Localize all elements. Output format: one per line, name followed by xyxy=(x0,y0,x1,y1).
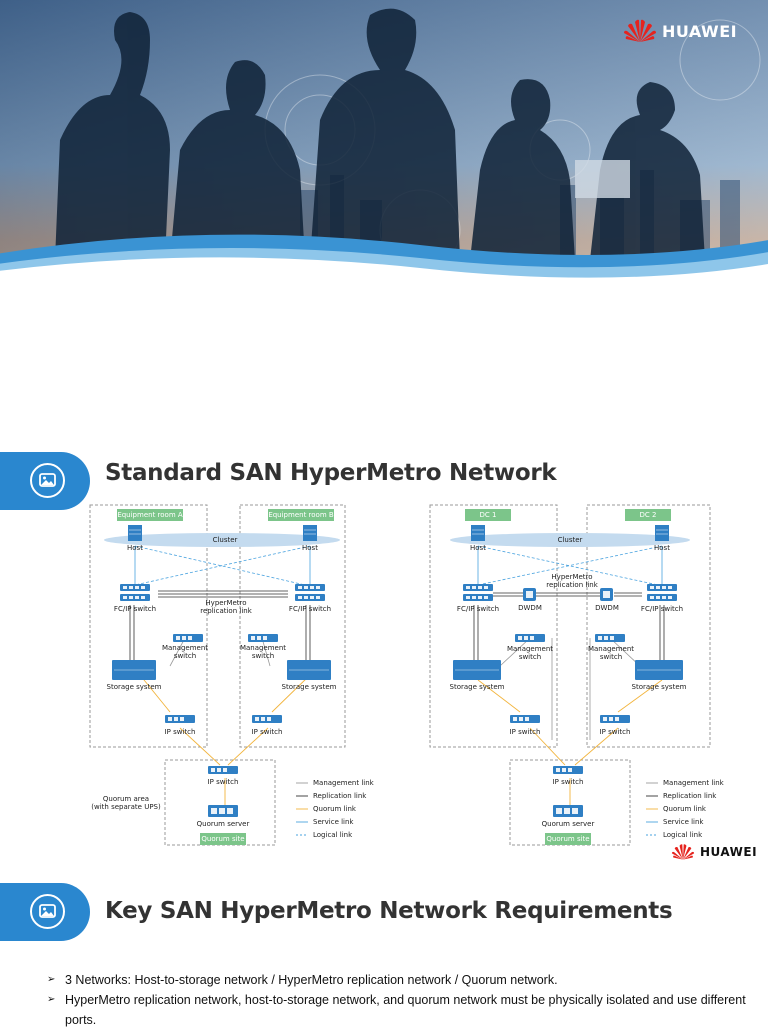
requirements-list: ➢3 Networks: Host-to-storage network / H… xyxy=(47,970,747,1030)
fc-switch-label: FC/IP switch xyxy=(113,605,157,613)
legend-item: Replication link xyxy=(313,792,367,800)
quorum-site-tag: Quorum site xyxy=(545,833,591,845)
dc-tag: DC 1 xyxy=(465,509,511,521)
storage-label: Storage system xyxy=(449,683,505,691)
dwdm-label: DWDM xyxy=(595,604,619,612)
ip-switch-label: IP switch xyxy=(599,728,631,736)
section-header: Standard SAN HyperMetro Network xyxy=(0,445,768,545)
host-label: Host xyxy=(302,544,318,552)
management-label: Management xyxy=(239,644,287,652)
dwdm-label: DWDM xyxy=(518,604,542,612)
section-icon-tab xyxy=(0,883,90,941)
quorum-area-label: Quorum area xyxy=(102,795,150,803)
storage-label: Storage system xyxy=(631,683,687,691)
list-item: ➢3 Networks: Host-to-storage network / H… xyxy=(47,970,747,990)
legend-item: Quorum link xyxy=(663,805,706,813)
ip-switch-label: IP switch xyxy=(552,778,584,786)
arrow-bullet-icon: ➢ xyxy=(47,994,56,1005)
legend-item: Service link xyxy=(663,818,704,826)
legend-item: Replication link xyxy=(663,792,717,800)
section-title: Standard SAN HyperMetro Network xyxy=(105,460,557,486)
management-label: switch xyxy=(173,652,197,660)
fc-switch-label: FC/IP switch xyxy=(288,605,332,613)
management-label: switch xyxy=(251,652,275,660)
legend-lines xyxy=(296,782,308,836)
room-tag: Equipment room B xyxy=(268,509,334,521)
hero-image xyxy=(0,0,768,300)
management-label: Management xyxy=(161,644,209,652)
diagram-right: DC 1 DC 2 Cluster Host Host HyperMetro r… xyxy=(390,500,760,860)
fc-switch-label: FC/IP switch xyxy=(640,605,684,613)
cluster-label: Cluster xyxy=(212,536,238,544)
hero-banner xyxy=(0,0,768,300)
brand-name: HUAWEI xyxy=(662,21,738,41)
dc-tag: DC 2 xyxy=(625,509,671,521)
huawei-flower-icon xyxy=(624,19,656,42)
replication-label: HyperMetro xyxy=(205,599,247,607)
ip-switch-label: IP switch xyxy=(509,728,541,736)
quorum-server-label: Quorum server xyxy=(541,820,595,828)
host-label: Host xyxy=(470,544,486,552)
management-label: Management xyxy=(506,645,554,653)
section-header: Key SAN HyperMetro Network Requirements xyxy=(0,876,768,976)
host-label: Host xyxy=(127,544,143,552)
ip-switch-label: IP switch xyxy=(207,778,239,786)
replication-label: replication link xyxy=(546,581,598,589)
huawei-logo-small: HUAWEI xyxy=(671,843,757,861)
image-icon xyxy=(30,894,65,929)
section-icon-tab xyxy=(0,452,90,510)
ip-switch-label: IP switch xyxy=(164,728,196,736)
image-icon xyxy=(30,463,65,498)
arrow-bullet-icon: ➢ xyxy=(47,974,56,985)
legend-item: Logical link xyxy=(313,831,353,839)
brand-name: HUAWEI xyxy=(700,845,758,859)
management-label: Management xyxy=(587,645,635,653)
cluster-label: Cluster xyxy=(557,536,583,544)
section-title: Key SAN HyperMetro Network Requirements xyxy=(105,898,673,924)
huawei-flower-icon xyxy=(671,844,695,860)
legend-item: Service link xyxy=(313,818,354,826)
replication-label: replication link xyxy=(200,607,252,615)
storage-label: Storage system xyxy=(106,683,162,691)
legend-item: Management link xyxy=(663,779,724,787)
list-item: ➢HyperMetro replication network, host-to… xyxy=(47,990,747,1030)
quorum-site-tag: Quorum site xyxy=(200,833,246,845)
legend-item: Logical link xyxy=(663,831,703,839)
management-label: switch xyxy=(518,653,542,661)
legend-item: Quorum link xyxy=(313,805,356,813)
diagram-left: Equipment room A Equipment room B Cluste… xyxy=(0,500,374,860)
room-tag: Equipment room A xyxy=(117,509,183,521)
replication-label: HyperMetro xyxy=(551,573,593,581)
fc-switch-label: FC/IP switch xyxy=(456,605,500,613)
management-label: switch xyxy=(599,653,623,661)
huawei-logo: HUAWEI xyxy=(623,18,737,44)
quorum-area-label: (with separate UPS) xyxy=(91,803,161,811)
ip-switch-label: IP switch xyxy=(251,728,283,736)
storage-label: Storage system xyxy=(281,683,337,691)
quorum-server-label: Quorum server xyxy=(196,820,250,828)
legend-lines xyxy=(646,782,658,836)
host-label: Host xyxy=(654,544,670,552)
legend-item: Management link xyxy=(313,779,374,787)
